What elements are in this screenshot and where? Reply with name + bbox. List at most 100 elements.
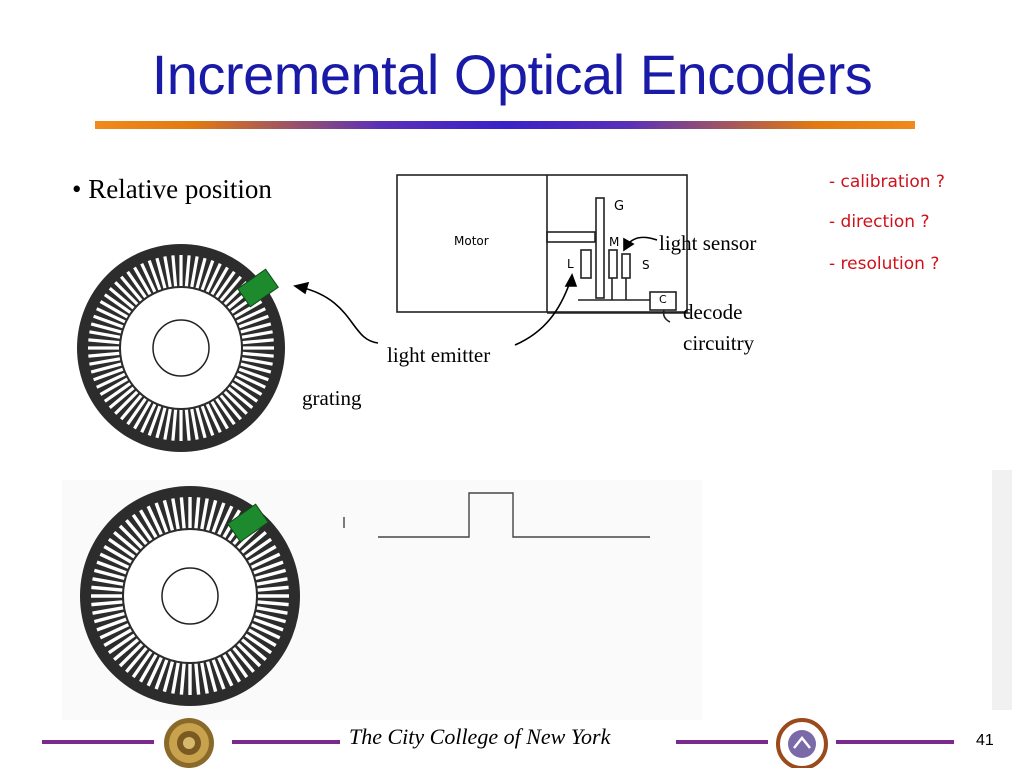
grating-slot [99,552,130,569]
grating-slot [241,357,273,366]
label-circuitry: circuitry [683,331,755,355]
grating-slot [103,382,132,403]
grating-slot [236,372,266,389]
encoder-disk-bottom [80,486,300,706]
grating-slot [89,357,121,366]
grating-slot [113,638,140,661]
grating-slot [171,662,180,694]
grating-slot [103,545,132,564]
grating-slot [223,390,248,415]
bullet-relative-position: • Relative position [72,174,272,204]
grating-slot [118,642,144,668]
grating-slot [238,314,269,329]
callout-arrows [293,236,658,346]
lab-seal-icon [776,718,828,768]
footer-institution: The City College of New York [349,724,611,749]
grating-slot [171,409,178,441]
grating-slot [119,275,143,302]
grating-slot [240,638,267,661]
grating-slot [133,400,152,430]
label-light-sensor: light sensor [659,231,757,255]
footer-line-3 [676,740,768,744]
slide-title: Incremental Optical Encoders [151,43,873,106]
grating-slot [107,633,136,655]
grating-slot [146,656,163,687]
grating-slot [222,654,241,683]
grating-slot [194,663,201,695]
grating-slot [200,662,209,694]
motor-shaft [546,231,596,243]
grating-slot [92,606,124,615]
grating-slot [147,260,162,291]
grating-slot [108,386,135,410]
grating-slot [190,408,199,440]
grating-slot [118,524,144,550]
grating-slot [244,537,273,559]
grating-slot [255,611,287,624]
grating-slot [179,663,186,695]
grating-slot [126,270,147,299]
grating-slot [256,577,288,586]
grating-slot [219,275,243,302]
grating-slot [126,397,147,426]
grating-slot [147,405,162,436]
note-resolution: - resolution ? [829,254,940,274]
label-s: S [642,258,650,272]
label-light-emitter: light emitter [387,343,491,367]
grating-slot [205,263,222,293]
grating-slot [210,400,229,430]
grating-slot [91,585,123,592]
grating-slot [163,408,172,440]
grating-slot [140,403,157,433]
grating-slot [215,397,236,426]
grating-slot [103,293,132,314]
grating-slot [114,281,139,306]
motor-label: Motor [454,234,489,248]
grating-slot [131,513,153,542]
grating-slot [125,646,148,673]
grating-slots-bottom [91,497,289,695]
scan-edge [992,470,1012,710]
grating-slot [99,300,129,319]
footer-line-2 [232,740,340,744]
grating-slot [253,617,284,632]
grating-slot [240,531,267,554]
encoder-disk-side [595,197,605,299]
grating-slot [242,351,274,358]
grating-slot [240,362,272,374]
grating-slot [88,351,120,358]
grating-slot [190,256,199,288]
grating-slot [236,307,266,324]
grating-slot [131,650,153,679]
grating-slot [217,505,234,536]
grating-slot [240,322,272,334]
grating-slot [88,338,120,345]
label-l: L [567,257,574,271]
grating-slot [139,509,158,538]
page-number: 41 [976,732,994,749]
grating-slot [171,255,178,287]
grating-slot [146,505,163,536]
grating-slot [200,260,215,291]
pulse-waveform [343,492,650,538]
grating-slot [114,390,139,415]
grating-slot [219,394,243,421]
grating-slot [200,405,215,436]
grating-slot [211,659,226,690]
grating-slot [232,646,255,673]
grating-slot [205,499,218,531]
grating-slot [184,255,191,287]
diagram-frame [396,174,688,313]
grating-slot [96,617,127,632]
grating-slot [215,270,236,299]
grating-slot [255,568,287,581]
grating-slot [140,263,157,293]
arrow-to-emitter-box [514,281,571,346]
grating-slot [248,545,277,564]
grating-slot [93,568,125,581]
grating-slot [257,600,289,607]
grating-slot [133,266,152,296]
emitter-box [580,249,592,279]
grating-slot [244,633,273,655]
grating-slot [211,502,226,533]
